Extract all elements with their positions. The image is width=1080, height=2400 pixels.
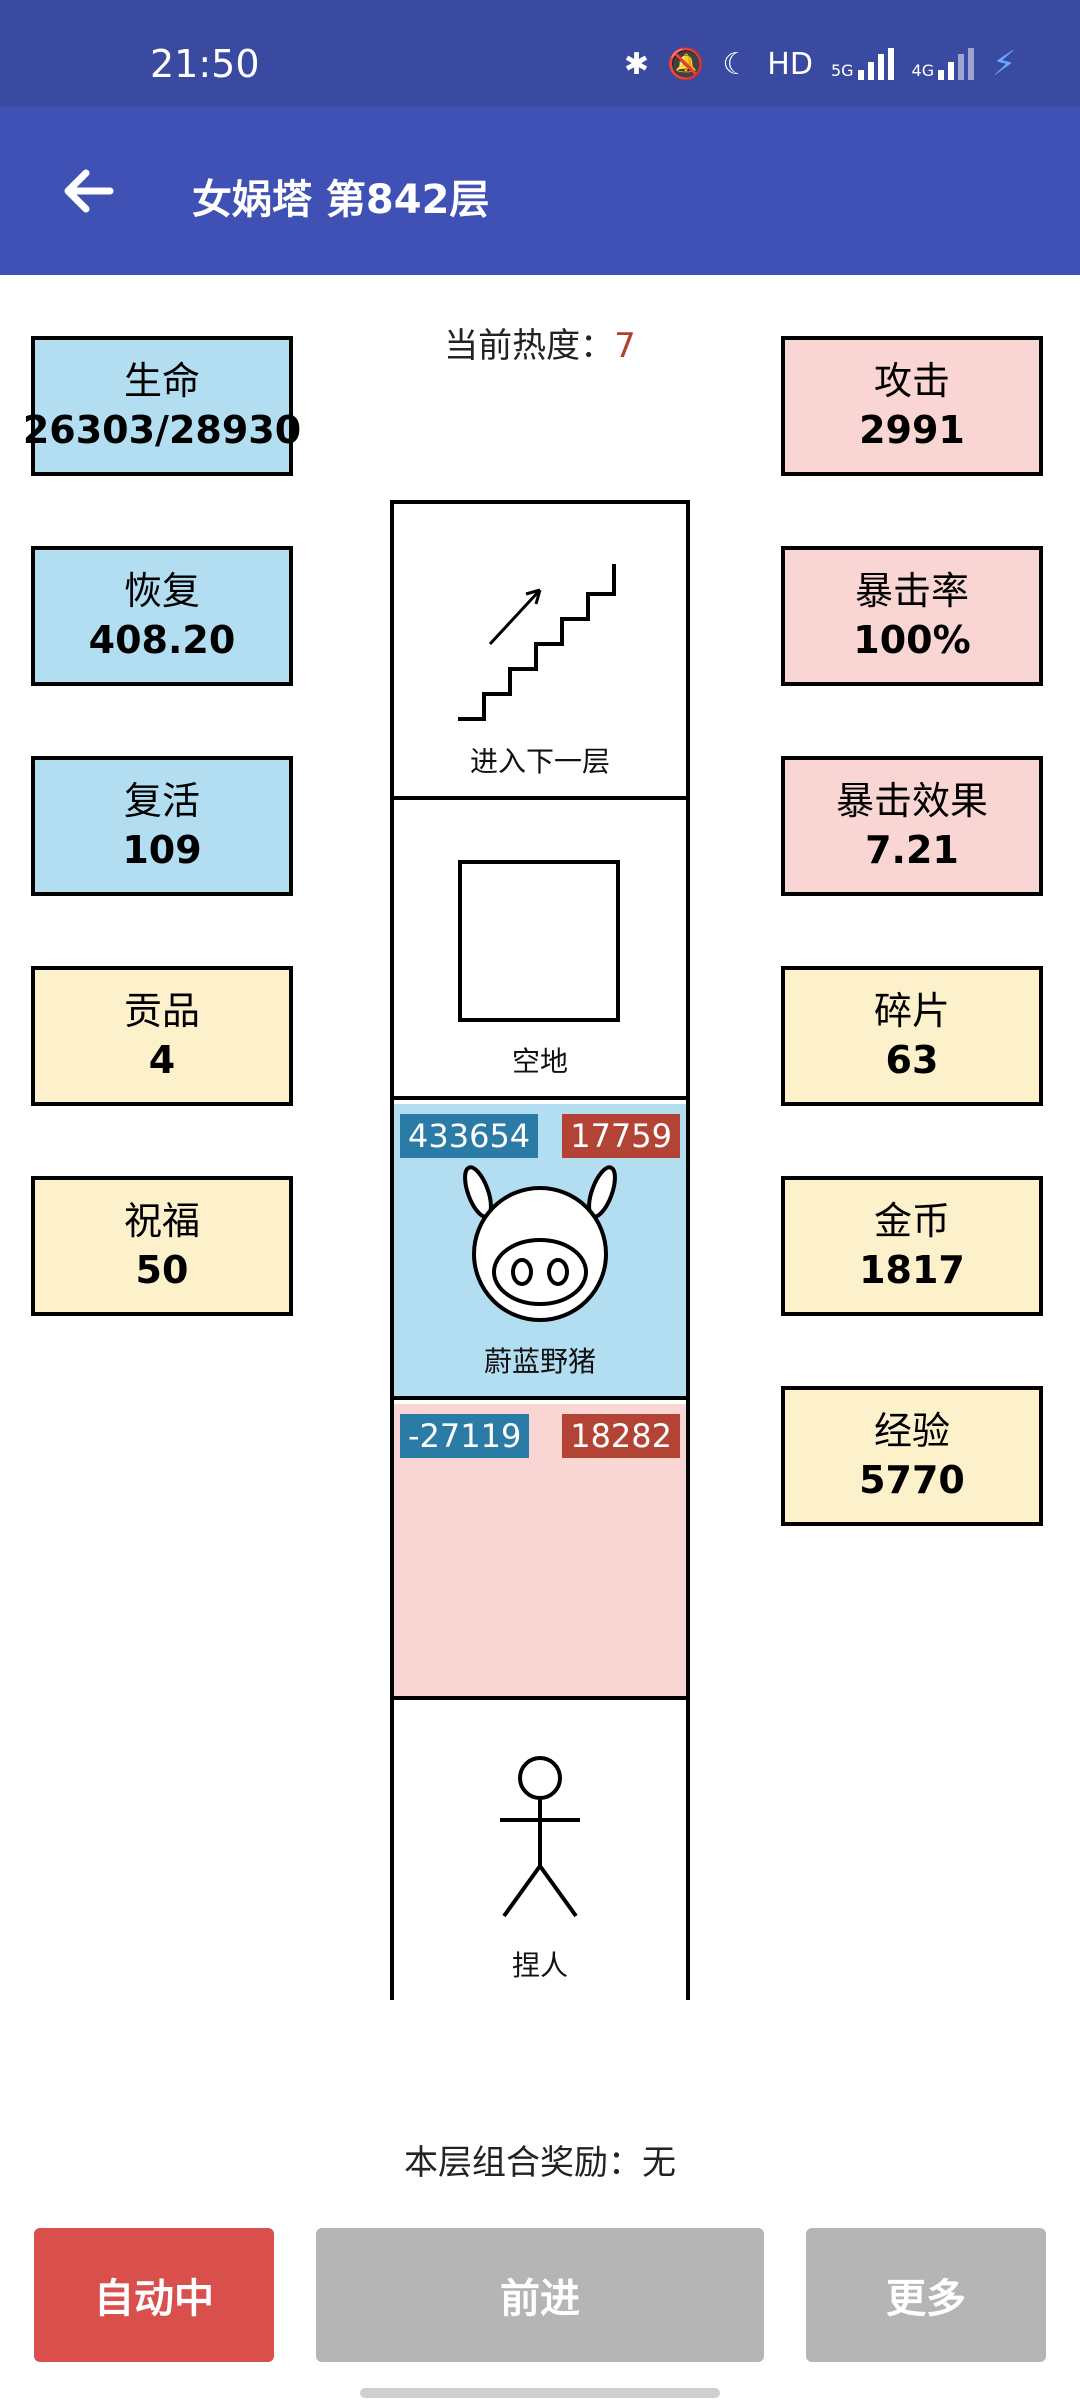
- empty-square-icon: [458, 860, 620, 1022]
- stat-regen: 恢复 408.20: [31, 546, 293, 686]
- enemy-hp-badge: 433654: [400, 1114, 539, 1158]
- enemy-attack-badge: 17759: [562, 1114, 680, 1158]
- stick-figure-icon: [500, 1756, 580, 1918]
- status-bar: 21:50 ✱ 🔕 ☾ HD 5G 4G ⚡: [0, 0, 1080, 107]
- tower-cell-next-floor[interactable]: 进入下一层: [394, 504, 686, 800]
- app-bar: 女娲塔 第842层: [0, 107, 1080, 275]
- status-time: 21:50: [150, 42, 260, 86]
- cell-label: 捏人: [511, 1949, 568, 1982]
- tower-cell-player[interactable]: 捏人: [394, 1704, 686, 2000]
- floor-combo-bonus: 本层组合奖励：无: [404, 2143, 676, 2183]
- gesture-bar[interactable]: [360, 2388, 720, 2398]
- signal-5g-icon: 5G: [831, 48, 894, 80]
- stat-exp: 经验 5770: [781, 1386, 1043, 1526]
- hd-label: HD: [767, 46, 813, 82]
- cell-label: 空地: [511, 1045, 568, 1078]
- heat-label: 当前热度：: [444, 326, 615, 366]
- stat-blessing: 祝福 50: [31, 1176, 293, 1316]
- tower-cell-boar[interactable]: 433654 17759 蔚蓝野猪: [394, 1104, 686, 1400]
- stat-gold: 金币 1817: [781, 1176, 1043, 1316]
- tower-column: 进入下一层 空地 433654 17759 蔚蓝野猪 -27119 18282 …: [390, 500, 690, 2000]
- damage-badge: 18282: [562, 1414, 680, 1458]
- stat-revive: 复活 109: [31, 756, 293, 896]
- tower-cell-battle[interactable]: -27119 18282: [394, 1404, 686, 1700]
- charging-icon: ⚡: [992, 44, 1016, 84]
- more-button[interactable]: 更多: [806, 2228, 1046, 2362]
- heat-indicator: 当前热度：7: [0, 318, 1080, 367]
- forward-button[interactable]: 前进: [316, 2228, 764, 2362]
- cell-label: 蔚蓝野猪: [483, 1345, 596, 1378]
- signal-4g-icon: 4G: [912, 48, 975, 80]
- heat-value: 7: [614, 326, 636, 366]
- back-arrow-icon[interactable]: [58, 161, 118, 221]
- stat-crit-rate: 暴击率 100%: [781, 546, 1043, 686]
- stat-fragments: 碎片 63: [781, 966, 1043, 1106]
- stat-crit-effect: 暴击效果 7.21: [781, 756, 1043, 896]
- stat-tribute: 贡品 4: [31, 966, 293, 1106]
- stat-hp: 生命 26303/28930: [23, 336, 301, 476]
- page-title: 女娲塔 第842层: [192, 177, 490, 223]
- stat-attack: 攻击 2991: [781, 336, 1043, 476]
- moon-icon: ☾: [722, 46, 750, 82]
- bluetooth-icon: ✱: [623, 46, 650, 82]
- stairs-icon: [458, 564, 616, 721]
- auto-button[interactable]: 自动中: [34, 2228, 274, 2362]
- tower-cell-empty[interactable]: 空地: [394, 804, 686, 1100]
- player-hp-result-badge: -27119: [400, 1414, 530, 1458]
- mute-bell-icon: 🔕: [667, 46, 705, 82]
- boar-icon: [463, 1165, 617, 1322]
- status-icons: ✱ 🔕 ☾ HD 5G 4G ⚡: [624, 44, 1016, 84]
- cell-label: 进入下一层: [469, 745, 610, 778]
